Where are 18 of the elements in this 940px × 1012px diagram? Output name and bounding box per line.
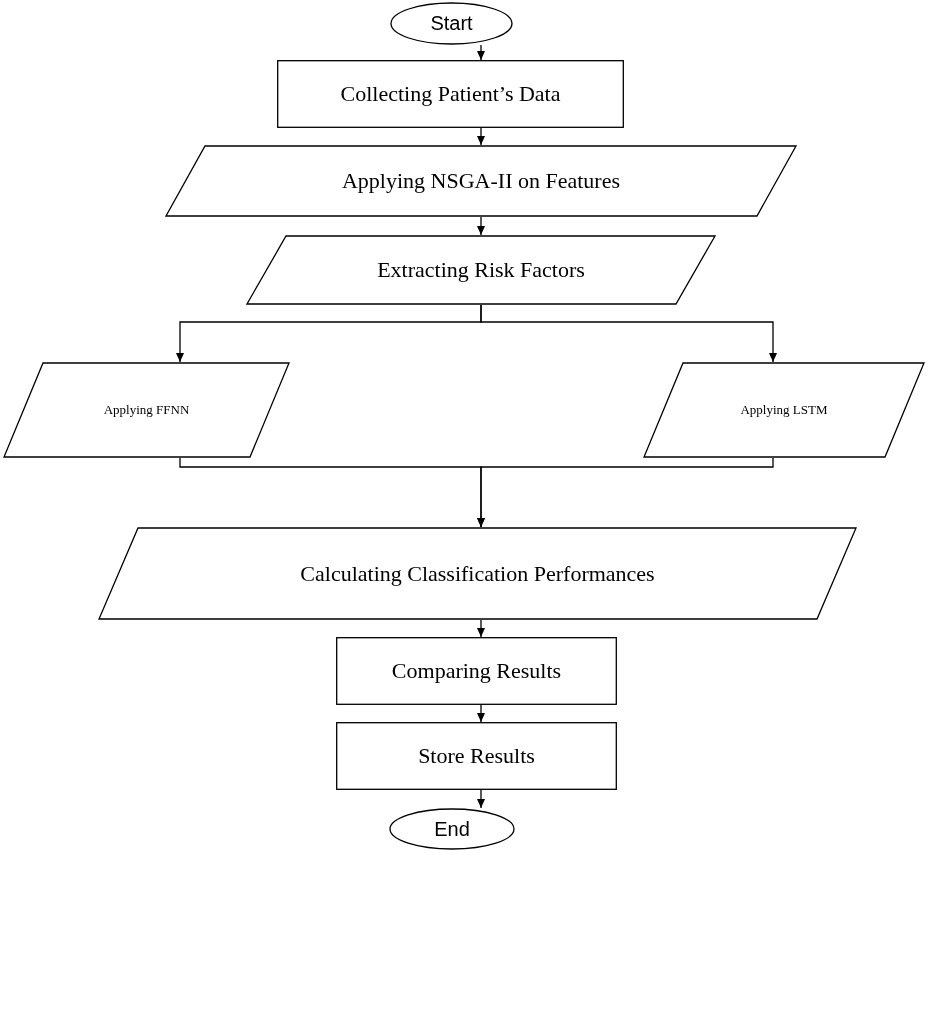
arrow <box>477 704 485 723</box>
arrow <box>477 216 485 236</box>
node-label: Applying NSGA-II on Features <box>342 167 620 195</box>
node-label: Comparing Results <box>391 657 562 685</box>
arrow <box>477 789 485 809</box>
arrow <box>477 44 485 61</box>
arrow <box>480 304 777 363</box>
arrow <box>477 457 774 528</box>
arrow <box>477 619 485 638</box>
node-label: Calculating Classification Performances <box>300 559 655 588</box>
node-label: Start <box>430 11 473 36</box>
arrow <box>477 127 485 146</box>
node-label: Extracting Risk Factors <box>377 256 585 284</box>
node-label: End <box>434 816 470 842</box>
node-label: Collecting Patient’s Data <box>340 80 561 108</box>
node-label: Store Results <box>418 742 535 770</box>
node-label: Applying FFNN <box>103 401 190 419</box>
node-label: Applying LSTM <box>740 401 828 419</box>
